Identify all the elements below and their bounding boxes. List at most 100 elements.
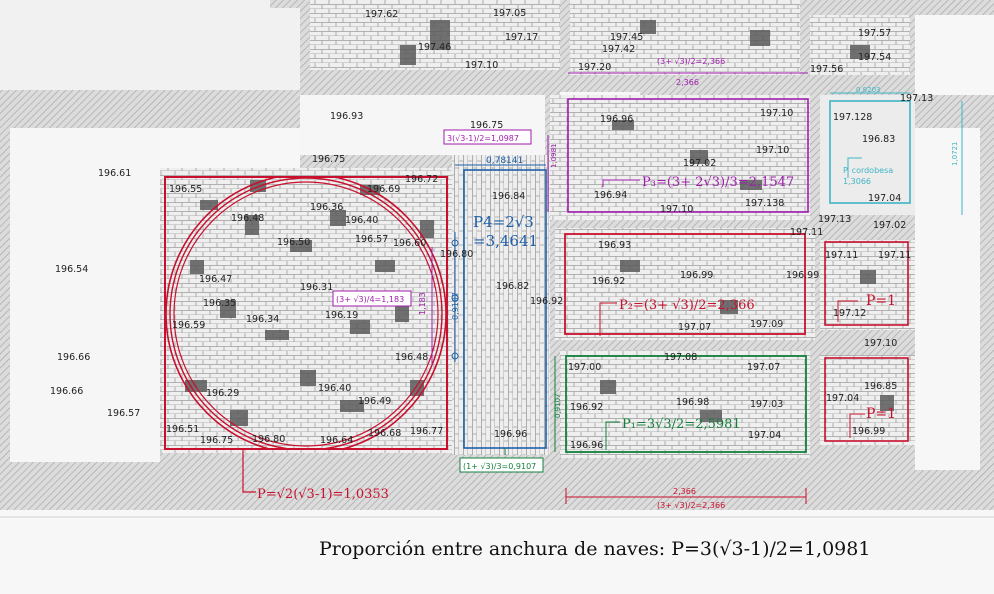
elevation: 196.99 xyxy=(786,270,819,281)
blue-nave xyxy=(431,164,547,455)
elevation: 196.94 xyxy=(594,190,627,201)
elevation: 197.00 xyxy=(568,362,601,373)
blue-nave-formula-1: P4=2√3 xyxy=(473,213,534,231)
small-room-bottom-formula: P=1 xyxy=(866,406,896,422)
elevation: 197.07 xyxy=(678,322,711,333)
elevation: 196.47 xyxy=(199,274,232,285)
elevation: 197.62 xyxy=(365,9,398,20)
elevation: 197.04 xyxy=(826,393,859,404)
bottom-dimension xyxy=(565,488,807,504)
elevation: 197.57 xyxy=(858,28,891,39)
blue-nave-side-label: 0,9107 xyxy=(451,292,460,320)
room-floors xyxy=(10,0,915,462)
elevation: 196.48 xyxy=(395,352,428,363)
elevation: 196.75 xyxy=(470,120,503,131)
elevation: 196.75 xyxy=(312,154,345,165)
elevation: 196.92 xyxy=(530,296,563,307)
elevation: 196.66 xyxy=(57,352,90,363)
elevation: 197.03 xyxy=(750,399,783,410)
elevation: 196.50 xyxy=(277,237,310,248)
green-room-formula: P₁=3√3/2=2,5981 xyxy=(622,417,741,432)
small-room-top-formula: P=1 xyxy=(866,293,896,309)
blue-nave-formula-2: =3,4641 xyxy=(473,232,538,250)
elevation: 197.17 xyxy=(505,32,538,43)
elevation: 196.36 xyxy=(310,202,343,213)
green-room-side-label: 0,9107 xyxy=(554,394,562,419)
elevation: 197.54 xyxy=(858,52,891,63)
dark-paving-stones xyxy=(185,20,894,426)
magenta-room xyxy=(332,72,809,307)
elevation: 197.138 xyxy=(745,198,784,209)
elevation: 196.84 xyxy=(492,191,525,202)
elevation: 196.40 xyxy=(345,215,378,226)
magenta-room-formula: P₃=(3+ 2√3)/3=2,1547 xyxy=(642,175,794,190)
elevation: 196.51 xyxy=(166,424,199,435)
green-room xyxy=(459,355,807,473)
elevation: 196.99 xyxy=(852,426,885,437)
red-room-formula: P₂=(3+ √3)/2=2,366 xyxy=(619,298,755,313)
elevation: 197.11 xyxy=(790,227,823,238)
bottom-dim-label: 2,366 xyxy=(673,487,696,496)
elevation: 197.10 xyxy=(864,338,897,349)
elevation: 196.96 xyxy=(570,440,603,451)
elevation: 196.68 xyxy=(368,428,401,439)
elevation-labels: 197.62 197.05 197.45 197.17 197.46 197.4… xyxy=(50,8,933,451)
elevation: 196.92 xyxy=(570,402,603,413)
elevation: 196.83 xyxy=(862,134,895,145)
elevation: 196.48 xyxy=(231,213,264,224)
elevation: 196.93 xyxy=(330,111,363,122)
elevation: 197.46 xyxy=(418,42,451,53)
elevation: 196.19 xyxy=(325,310,358,321)
magenta-box-top-label: 3(√3-1)/2=1,0987 xyxy=(447,134,519,143)
elevation: 197.11 xyxy=(878,250,911,261)
elevation: 196.82 xyxy=(496,281,529,292)
blue-nave-top-label: 0,78141 xyxy=(486,156,523,166)
red-square-nave xyxy=(164,176,448,493)
elevation: 197.02 xyxy=(683,158,716,169)
elevation: 196.54 xyxy=(55,264,88,275)
cyan-top-label: 0,8203 xyxy=(856,86,881,94)
elevation: 196.80 xyxy=(440,249,473,260)
circle-inner-label: (3+ √3)/4=1,183 xyxy=(336,295,404,304)
elevation: 197.20 xyxy=(578,62,611,73)
elevation: 196.66 xyxy=(50,386,83,397)
elevation: 196.96 xyxy=(494,429,527,440)
magenta-top-formula: (3+ √3)/2=2,366 xyxy=(657,57,725,66)
elevation: 197.42 xyxy=(602,44,635,55)
elevation: 197.07 xyxy=(747,362,780,373)
elevation: 196.31 xyxy=(300,282,333,293)
elevation: 197.128 xyxy=(833,112,872,123)
elevation: 197.02 xyxy=(873,220,906,231)
elevation: 197.04 xyxy=(748,430,781,441)
elevation: 196.98 xyxy=(676,397,709,408)
elevation: 197.09 xyxy=(750,319,783,330)
elevation: 197.56 xyxy=(810,64,843,75)
elevation: 197.08 xyxy=(664,352,697,363)
cyan-side-label: 1,0721 xyxy=(951,142,959,167)
magenta-top-dim: 2,366 xyxy=(676,78,699,87)
elevation: 196.93 xyxy=(598,240,631,251)
bottom-formula-label: (3+ √3)/2=2,366 xyxy=(657,501,725,510)
cyan-room-label-1: P. cordobesa xyxy=(843,166,893,175)
figure-caption: Proporción entre anchura de naves: P=3(√… xyxy=(319,538,871,560)
elevation: 196.64 xyxy=(320,435,353,446)
elevation: 196.99 xyxy=(680,270,713,281)
elevation: 197.10 xyxy=(465,60,498,71)
circle-proportion-label: P=√2(√3-1)=1,0353 xyxy=(257,487,389,502)
elevation: 197.45 xyxy=(610,32,643,43)
cyan-cordobesa-room xyxy=(829,92,963,215)
elevation: 196.60 xyxy=(393,238,426,249)
elevation: 197.12 xyxy=(833,308,866,319)
elevation: 197.10 xyxy=(760,108,793,119)
elevation: 197.05 xyxy=(493,8,526,19)
elevation: 197.04 xyxy=(868,193,901,204)
elevation: 196.40 xyxy=(318,383,351,394)
elevation: 196.96 xyxy=(600,114,633,125)
elevation: 196.77 xyxy=(410,426,443,437)
green-nave-bottom-label: (1+ √3)/3=0,9107 xyxy=(463,462,536,471)
elevation: 197.11 xyxy=(825,250,858,261)
elevation: 196.72 xyxy=(405,174,438,185)
elevation: 196.92 xyxy=(592,276,625,287)
